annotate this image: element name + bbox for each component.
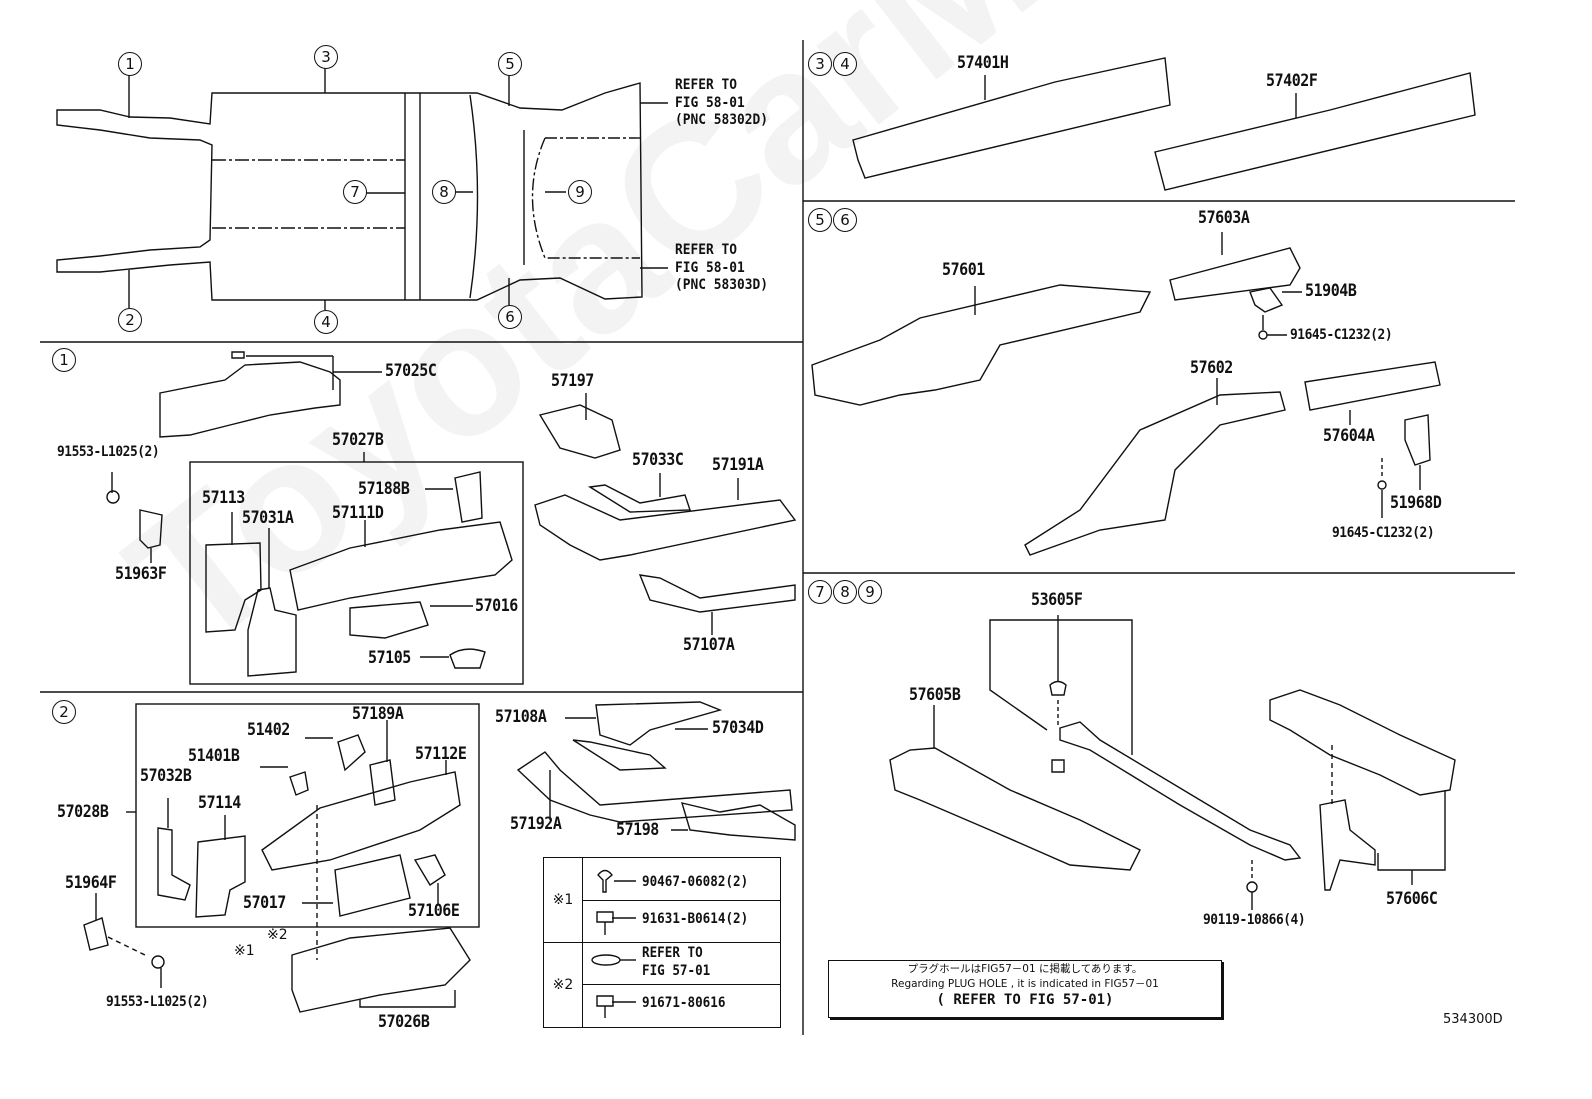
section56-marker-6: 6 [833, 208, 857, 232]
part-57198[interactable]: 57198 [616, 820, 659, 840]
section56-marker-5: 5 [808, 208, 832, 232]
callout-1[interactable]: 1 [118, 52, 142, 76]
part-57108A[interactable]: 57108A [495, 707, 547, 727]
section34-marker-4: 4 [833, 52, 857, 76]
fastener-90467-06082[interactable]: 90467-06082(2) [642, 874, 749, 890]
note-japanese: プラグホールはFIG57－01 に掲載してあります。 [907, 963, 1143, 975]
callout-4[interactable]: 4 [314, 310, 338, 334]
part-51401B[interactable]: 51401B [188, 746, 240, 766]
overview-frame-drawing [56, 68, 668, 310]
fastener-row-2 [583, 900, 780, 943]
section789-marker-8: 8 [833, 580, 857, 604]
part-57402F[interactable]: 57402F [1266, 71, 1318, 91]
part-91645-C1232-lower[interactable]: 91645-C1232(2) [1332, 525, 1435, 541]
part-53605F[interactable]: 53605F [1031, 590, 1083, 610]
refer-fig-58-01-top[interactable]: REFER TO FIG 58-01 (PNC 58302D) [675, 77, 769, 128]
section34-drawing [852, 57, 1476, 191]
note-english: Regarding PLUG HOLE , it is indicated in… [891, 978, 1159, 990]
part-57604A[interactable]: 57604A [1323, 426, 1375, 446]
fastener-refer-fig-57-01[interactable]: REFER TO FIG 57-01 [642, 945, 711, 979]
part-57601[interactable]: 57601 [942, 260, 985, 280]
note-refer-fig-57-01[interactable]: ( REFER TO FIG 57-01) [936, 992, 1114, 1008]
part-57028B[interactable]: 57028B [57, 802, 109, 822]
part-57025C[interactable]: 57025C [385, 361, 437, 381]
part-57401H[interactable]: 57401H [957, 53, 1009, 73]
diagram-code: 534300D [1443, 1012, 1503, 1027]
section789-drawing [889, 615, 1456, 910]
part-57602[interactable]: 57602 [1190, 358, 1233, 378]
section34-marker-3: 3 [808, 52, 832, 76]
part-57111D[interactable]: 57111D [332, 503, 384, 523]
fastener-row-3 [583, 942, 780, 985]
section789-marker-9: 9 [858, 580, 882, 604]
part-57192A[interactable]: 57192A [510, 814, 562, 834]
fastener-row-1 [583, 858, 780, 901]
part-57606C[interactable]: 57606C [1386, 889, 1438, 909]
part-57106E[interactable]: 57106E [408, 901, 460, 921]
fastener-group-2: ※2 [544, 943, 583, 1027]
part-51904B[interactable]: 51904B [1305, 281, 1357, 301]
note-mark-1: ※1 [234, 943, 255, 959]
part-57033C[interactable]: 57033C [632, 450, 684, 470]
part-91645-C1232-upper[interactable]: 91645-C1232(2) [1290, 327, 1393, 343]
fastener-group-1: ※1 [544, 858, 583, 943]
part-57107A[interactable]: 57107A [683, 635, 735, 655]
part-57017[interactable]: 57017 [243, 893, 286, 913]
part-57031A[interactable]: 57031A [242, 508, 294, 528]
part-51402[interactable]: 51402 [247, 720, 290, 740]
callout-5[interactable]: 5 [498, 52, 522, 76]
part-57105[interactable]: 57105 [368, 648, 411, 668]
callout-9[interactable]: 9 [568, 180, 592, 204]
section2-drawing [83, 701, 796, 1013]
section789-marker-7: 7 [808, 580, 832, 604]
part-57027B[interactable]: 57027B [332, 430, 384, 450]
part-51964F[interactable]: 51964F [65, 873, 117, 893]
refer-fig-58-01-bottom[interactable]: REFER TO FIG 58-01 (PNC 58303D) [675, 242, 769, 293]
fastener-91671-80616[interactable]: 91671-80616 [642, 995, 726, 1011]
part-91553-L1025-lower[interactable]: 91553-L1025(2) [106, 994, 209, 1010]
part-51968D[interactable]: 51968D [1390, 493, 1442, 513]
callout-2[interactable]: 2 [118, 308, 142, 332]
fastener-91631-B0614[interactable]: 91631-B0614(2) [642, 911, 749, 927]
callout-6[interactable]: 6 [498, 305, 522, 329]
callout-8[interactable]: 8 [432, 180, 456, 204]
part-57603A[interactable]: 57603A [1198, 208, 1250, 228]
part-57032B[interactable]: 57032B [140, 766, 192, 786]
part-57605B[interactable]: 57605B [909, 685, 961, 705]
part-91553-L1025-upper[interactable]: 91553-L1025(2) [57, 444, 160, 460]
fastener-table: ※1 ※2 90467-06082(2) 91631-B0614(2) REFE… [543, 857, 781, 1028]
part-57191A[interactable]: 57191A [712, 455, 764, 475]
part-90119-10866[interactable]: 90119-10866(4) [1203, 912, 1306, 928]
section1-marker: 1 [52, 348, 76, 372]
part-57113[interactable]: 57113 [202, 488, 245, 508]
note-mark-2: ※2 [267, 927, 288, 943]
part-57026B[interactable]: 57026B [378, 1012, 430, 1032]
part-57034D[interactable]: 57034D [712, 718, 764, 738]
callout-3[interactable]: 3 [314, 45, 338, 69]
section1-drawing [106, 351, 797, 685]
plug-hole-note: プラグホールはFIG57－01 に掲載してあります。 Regarding PLU… [828, 960, 1222, 1018]
part-57114[interactable]: 57114 [198, 793, 241, 813]
part-57189A[interactable]: 57189A [352, 704, 404, 724]
section2-marker: 2 [52, 700, 76, 724]
part-57188B[interactable]: 57188B [358, 479, 410, 499]
section56-drawing [811, 232, 1441, 556]
fastener-table-drawing [591, 869, 636, 1018]
part-57112E[interactable]: 57112E [415, 744, 467, 764]
part-51963F[interactable]: 51963F [115, 564, 167, 584]
part-57197[interactable]: 57197 [551, 371, 594, 391]
part-57016[interactable]: 57016 [475, 596, 518, 616]
callout-7[interactable]: 7 [343, 180, 367, 204]
